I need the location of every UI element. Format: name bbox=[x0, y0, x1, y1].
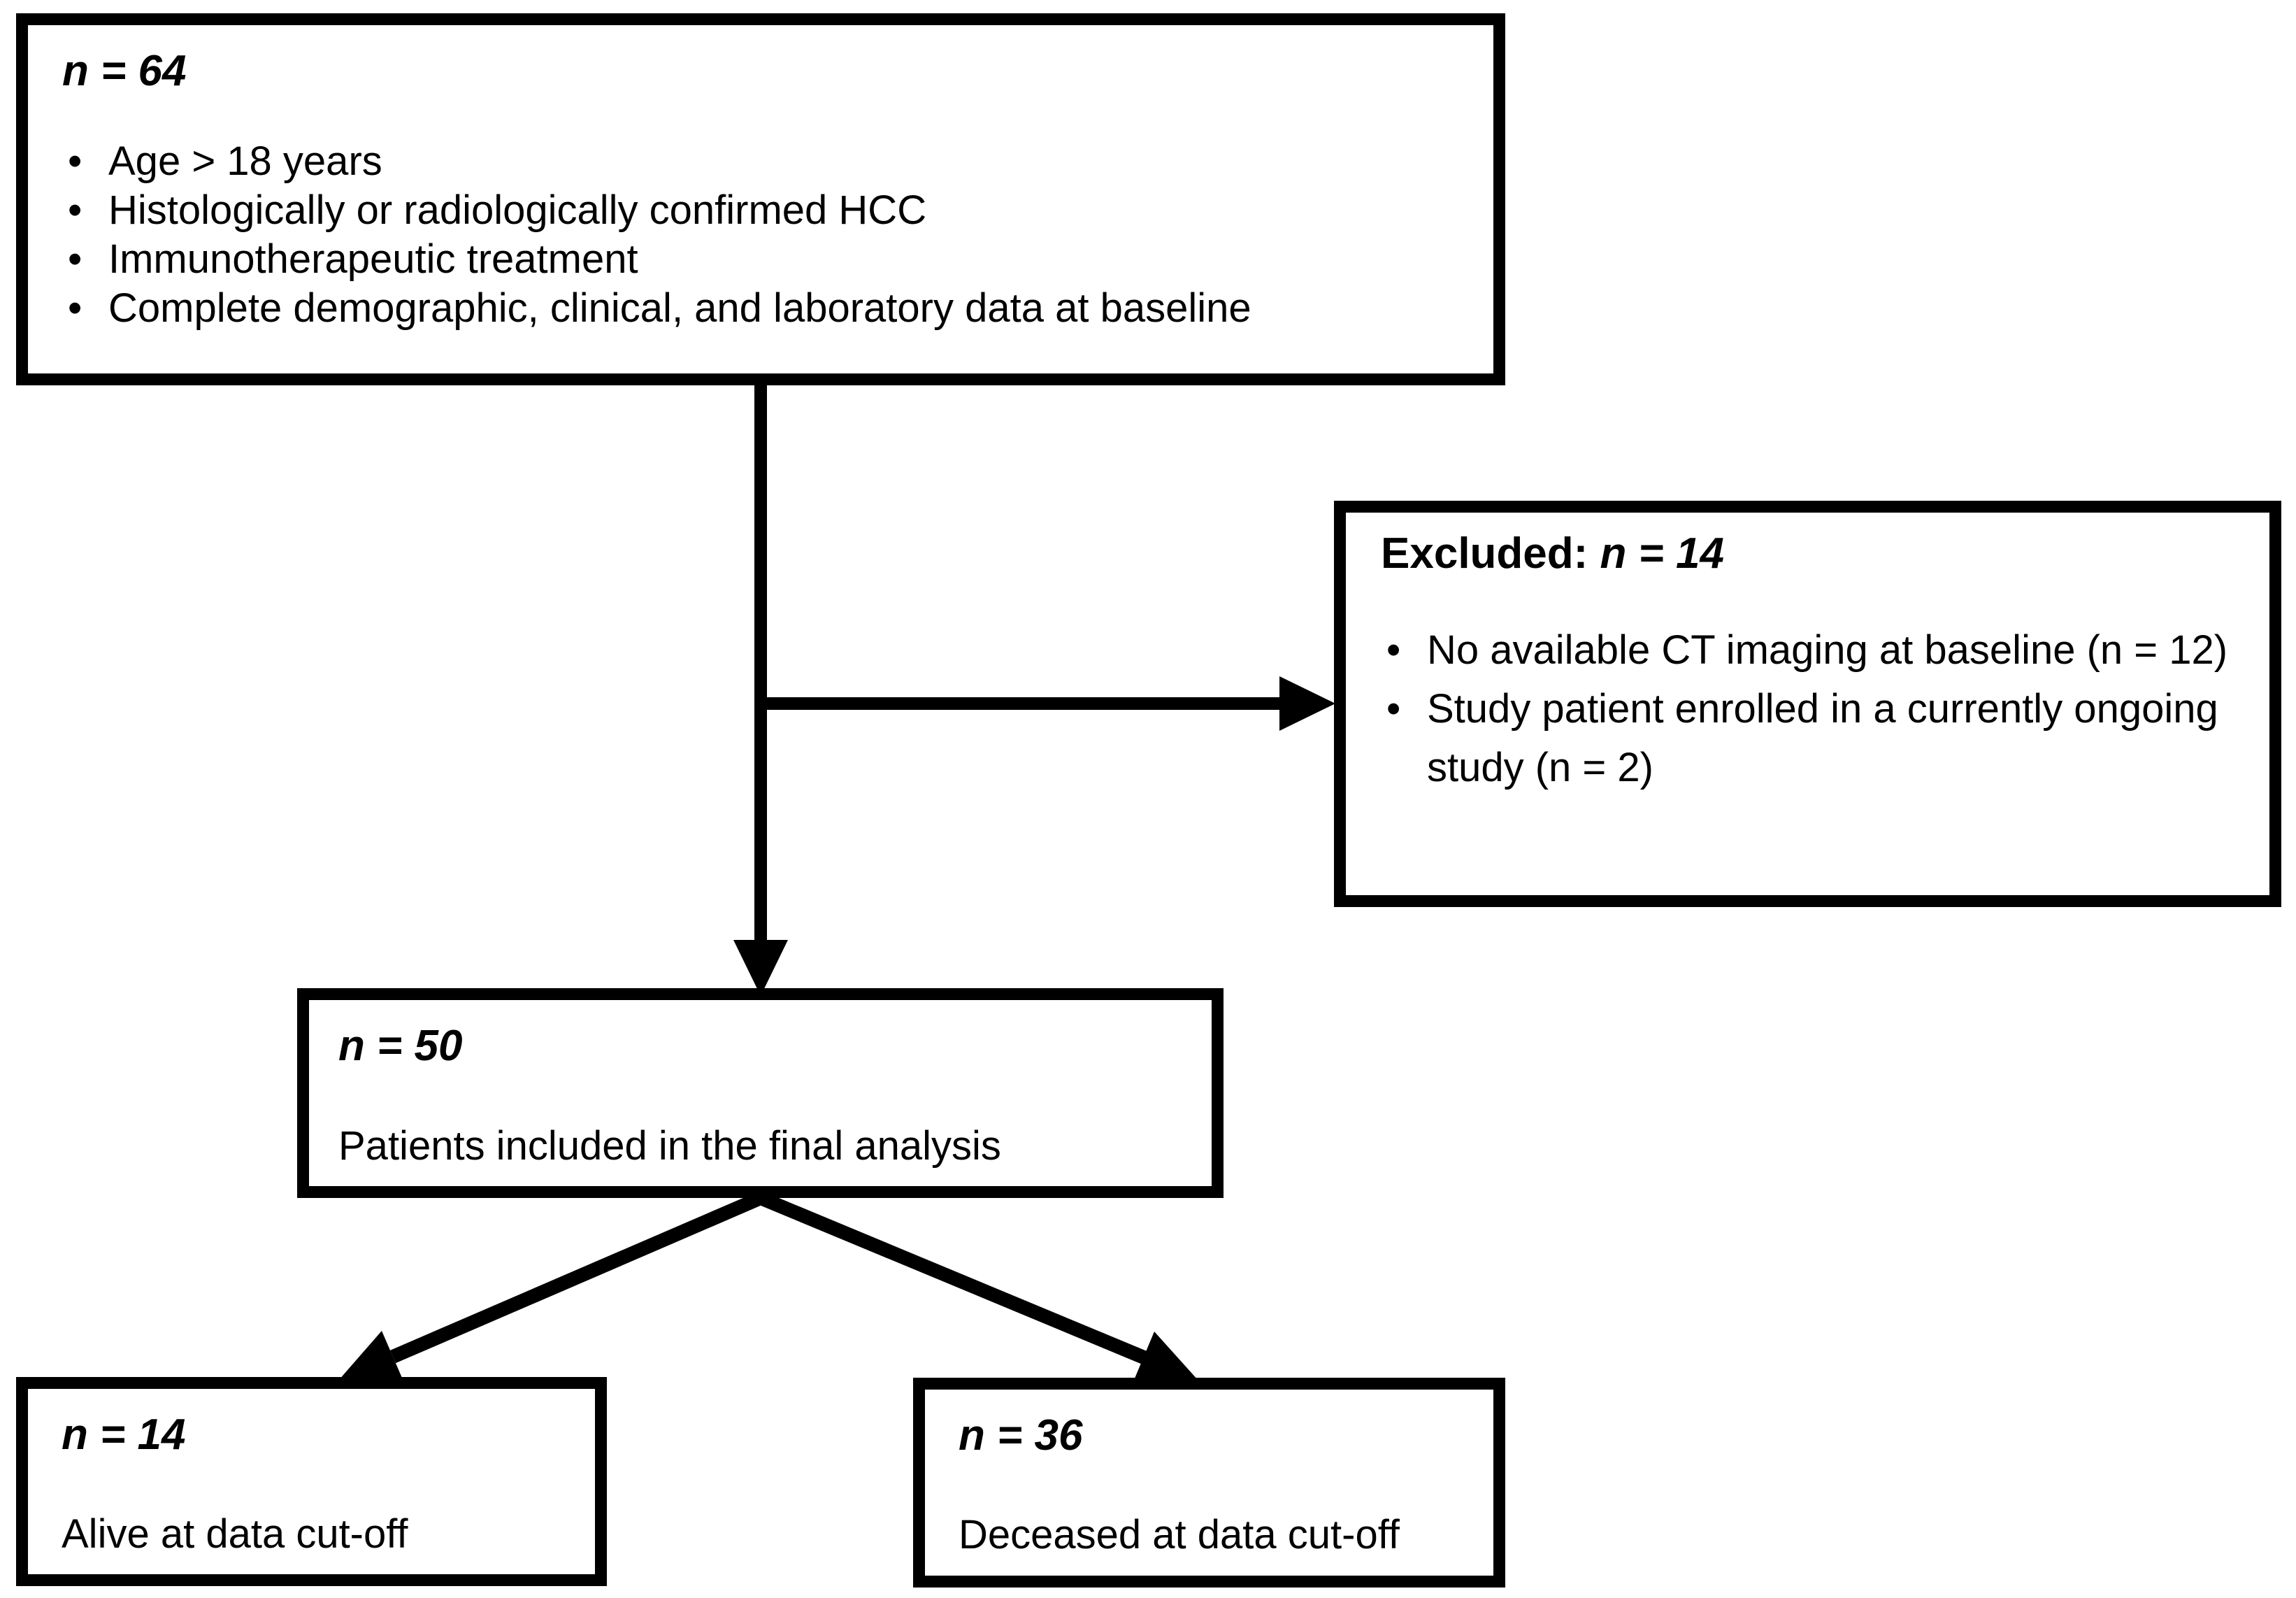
excluded-count: n = 14 bbox=[1600, 529, 1725, 578]
deceased-label: Deceased at data cut-off bbox=[959, 1512, 1400, 1557]
alive-count: n = 14 bbox=[62, 1411, 186, 1459]
arrow-line-included-to-alive bbox=[390, 1191, 763, 1364]
alive-label: Alive at data cut-off bbox=[62, 1511, 408, 1557]
box-deceased-at-cutoff: n = 36 Deceased at data cut-off bbox=[913, 1378, 1505, 1588]
excluded-title-prefix: Excluded: bbox=[1381, 529, 1600, 578]
arrowhead-down-right-icon bbox=[1133, 1332, 1198, 1383]
bullet-item: Immunotherapeutic treatment bbox=[62, 235, 1465, 284]
eligible-count: n = 64 bbox=[62, 47, 187, 95]
included-label: Patients included in the final analysis bbox=[338, 1123, 1001, 1169]
arrow-line-included-to-deceased bbox=[758, 1191, 1147, 1364]
box-included-final-analysis: n = 50 Patients included in the final an… bbox=[297, 988, 1224, 1198]
arrowhead-right-icon bbox=[1279, 676, 1335, 731]
arrowhead-down-icon bbox=[733, 940, 788, 996]
box-eligible-cohort: n = 64 Age > 18 yearsHistologically or r… bbox=[16, 13, 1505, 385]
bullet-item: Study patient enrolled in a currently on… bbox=[1381, 680, 2241, 797]
bullet-item: Age > 18 years bbox=[62, 137, 1465, 186]
included-count: n = 50 bbox=[338, 1022, 463, 1070]
excluded-title: Excluded: n = 14 bbox=[1381, 529, 2241, 579]
deceased-count: n = 36 bbox=[959, 1411, 1083, 1460]
bullet-item: No available CT imaging at baseline (n =… bbox=[1381, 621, 2241, 680]
bullet-item: Complete demographic, clinical, and labo… bbox=[62, 284, 1465, 333]
box-excluded: Excluded: n = 14 No available CT imaging… bbox=[1334, 501, 2281, 907]
box-alive-at-cutoff: n = 14 Alive at data cut-off bbox=[16, 1377, 607, 1586]
arrowhead-down-left-icon bbox=[338, 1331, 404, 1383]
bullet-item: Histologically or radiologically confirm… bbox=[62, 186, 1465, 235]
eligible-criteria-list: Age > 18 yearsHistologically or radiolog… bbox=[62, 137, 1465, 333]
excluded-reasons-list: No available CT imaging at baseline (n =… bbox=[1381, 621, 2241, 797]
